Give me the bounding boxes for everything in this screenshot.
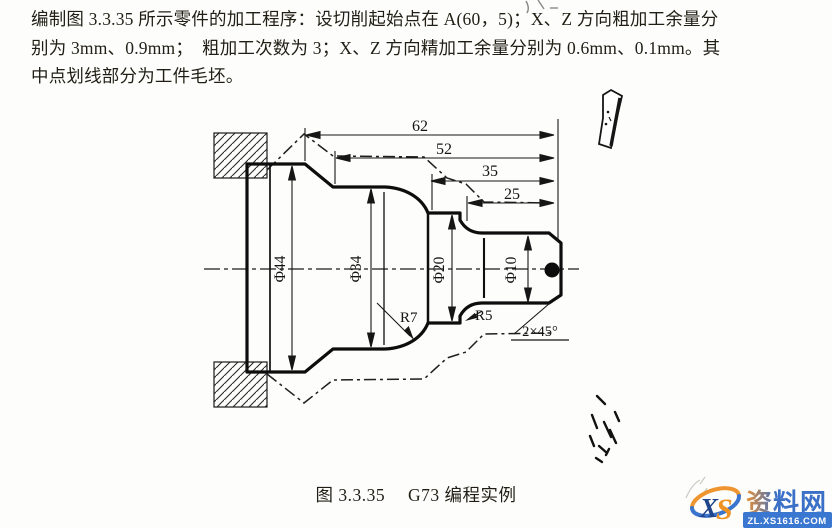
dim-phi20: Φ20: [431, 256, 448, 283]
dim-62: 62: [412, 118, 428, 135]
body-text-line1: 编制图 3.3.35 所示零件的加工程序：设切削起始点在 A(60，5)；X、Z…: [31, 9, 719, 29]
body-text-line3: 中点划线部分为工件毛坯。: [31, 66, 244, 86]
label-chamfer: 2×45°: [522, 324, 558, 340]
chuck-jaw-top: [213, 132, 268, 179]
label-r5: R5: [475, 308, 493, 324]
dim-25: 25: [504, 186, 520, 203]
logo-letter-s: S: [716, 493, 733, 526]
watermark-logo: X S 资料网 ZL.XS1616.COM: [685, 476, 832, 528]
radius-r7-callout: R7: [376, 302, 418, 340]
logo-swirl-blue: [690, 494, 741, 518]
logo-swirl-orange: [690, 486, 741, 510]
dim-35: 35: [482, 163, 498, 180]
dim-phi44: Φ44: [272, 255, 289, 282]
dim-52: 52: [436, 141, 452, 158]
chuck-jaw-bottom: [213, 361, 268, 408]
chamfer-callout: 2×45°: [511, 302, 569, 341]
blank-outline-top: [266, 133, 551, 204]
blank-outline-bottom: [266, 332, 551, 404]
scan-artifact-smudge: [588, 394, 621, 464]
dim-phi34: Φ34: [348, 255, 365, 282]
length-dimension-labels: 62 52 35 25: [412, 118, 520, 203]
watermark-url-bar: [743, 512, 832, 528]
diameter-dimension-labels: Φ44 Φ34 Φ20 Φ10: [272, 255, 520, 283]
body-text-line2: 别为 3mm、0.9mm； 粗加工次数为 3；X、Z 方向精加工余量分别为 0.…: [31, 37, 721, 58]
edge-lines: [269, 165, 486, 371]
chuck-jaws: [213, 132, 268, 408]
body-text: 编制图 3.3.35 所示零件的加工程序：设切削起始点在 A(60，5)；X、Z…: [31, 5, 805, 91]
start-point-dot: [544, 262, 560, 278]
scan-artifact-shard: [597, 88, 624, 150]
length-dimensions: [304, 119, 559, 242]
dim-phi10: Φ10: [503, 256, 520, 283]
part-profile: [245, 162, 563, 374]
blank-outline: [266, 133, 551, 404]
figure-caption: 图 3.3.35 G73 编程实例: [315, 485, 517, 505]
diameter-dimensions: [287, 165, 533, 371]
scan-artifact-top: [525, 0, 558, 14]
watermark-site-url: ZL.XS1616.COM: [747, 516, 826, 527]
label-r7: R7: [400, 310, 418, 326]
radius-r5-callout: R5: [465, 308, 493, 324]
logo-letter-x: X: [699, 493, 719, 523]
